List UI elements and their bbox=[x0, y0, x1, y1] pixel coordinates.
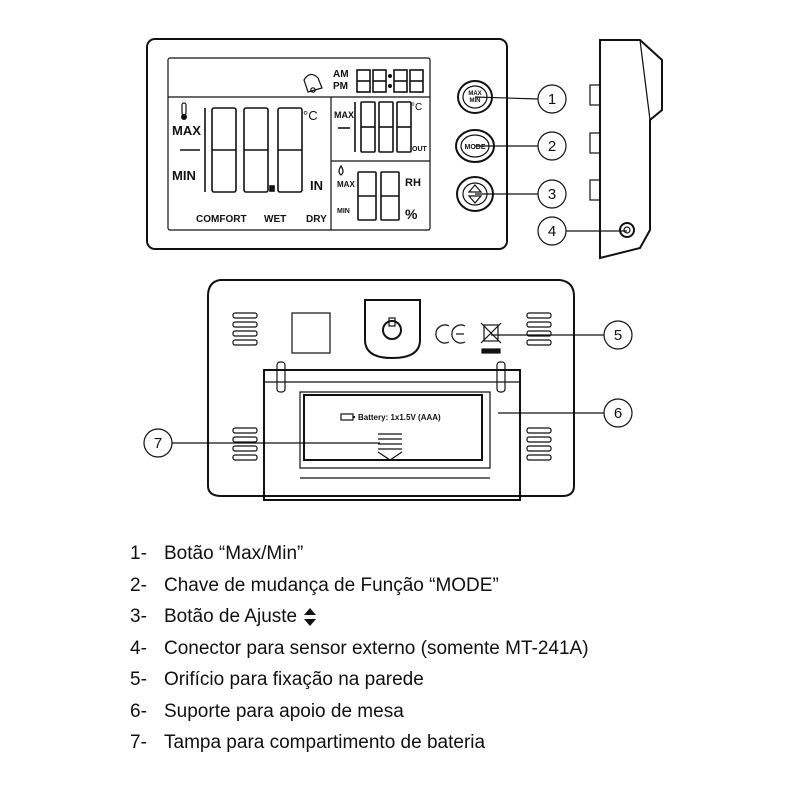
wall-mount-hole bbox=[364, 299, 421, 360]
wet-label: WET bbox=[264, 214, 286, 225]
legend-number: 3- bbox=[130, 606, 147, 627]
callout-5: 5 bbox=[491, 320, 633, 350]
callout-3: 3 bbox=[475, 179, 567, 209]
droplet-icon bbox=[338, 164, 344, 176]
vent-left-top bbox=[232, 312, 258, 346]
callout-4: 4 bbox=[537, 216, 627, 246]
callout-2-number: 2 bbox=[548, 138, 556, 155]
max-label-humidity: MAX bbox=[337, 180, 355, 189]
out-label: OUT bbox=[412, 146, 428, 153]
lcd-screen bbox=[167, 57, 431, 231]
label-area bbox=[291, 312, 331, 354]
callout-4-number: 4 bbox=[548, 223, 556, 240]
callout-1-number: 1 bbox=[548, 91, 556, 108]
callout-5-number: 5 bbox=[614, 327, 622, 344]
legend-item: 2- Chave de mudança de Função “MODE” bbox=[130, 570, 770, 602]
min-label-humidity: MIN bbox=[337, 208, 350, 215]
side-view bbox=[589, 39, 663, 260]
side-button-2 bbox=[589, 132, 601, 154]
legend-text: Orifício para fixação na parede bbox=[164, 669, 424, 690]
battery-cover: Battery: 1x1.5V (AAA) bbox=[303, 394, 483, 461]
thermometer-icon bbox=[181, 102, 187, 120]
legend-item: 6- Suporte para apoio de mesa bbox=[130, 696, 770, 728]
side-button-3 bbox=[589, 179, 601, 201]
legend-text: Botão “Max/Min” bbox=[164, 543, 304, 564]
callout-6-number: 6 bbox=[614, 405, 622, 422]
parts-legend: 1- Botão “Max/Min” 2- Chave de mudança de … bbox=[130, 538, 770, 759]
clock-digits bbox=[356, 69, 424, 93]
max-label-indoor: MAX bbox=[172, 123, 201, 138]
percent-label: % bbox=[405, 206, 418, 222]
legend-item: 4- Conector para sensor externo (somente … bbox=[130, 633, 770, 665]
callout-2: 2 bbox=[475, 131, 567, 161]
side-button-1 bbox=[589, 84, 601, 106]
celsius-outdoor: °C bbox=[411, 102, 422, 113]
max-label-outdoor: MAX bbox=[334, 110, 354, 120]
legend-text: Chave de mudança de Função “MODE” bbox=[164, 574, 499, 596]
front-view: AM PM MAX MIN °C IN COMFORT WET DRY bbox=[146, 38, 508, 250]
rh-label: RH bbox=[405, 177, 421, 189]
legend-text: Suporte para apoio de mesa bbox=[164, 700, 404, 722]
legend-item: 3- Botão de Ajuste bbox=[130, 601, 770, 633]
desk-stand bbox=[263, 361, 521, 501]
bell-icon bbox=[303, 73, 323, 93]
sensor-jack bbox=[619, 222, 635, 238]
comfort-label: COMFORT bbox=[196, 214, 247, 225]
callout-6: 6 bbox=[498, 398, 633, 428]
vent-right-bottom bbox=[526, 427, 552, 461]
vent-right-top bbox=[526, 312, 552, 346]
max-min-button-label-bottom: MIN bbox=[470, 98, 481, 104]
legend-text: Tampa para compartimento de bateria bbox=[164, 732, 486, 753]
battery-icon bbox=[340, 413, 355, 421]
indoor-temp-digits bbox=[204, 107, 303, 193]
legend-text: Conector para sensor externo (somente MT… bbox=[164, 637, 589, 659]
ce-mark-icon bbox=[435, 324, 466, 344]
battery-label: Battery: 1x1.5V (AAA) bbox=[358, 413, 441, 422]
legend-item: 7- Tampa para compartimento de bateria bbox=[130, 727, 770, 759]
legend-number: 5- bbox=[130, 669, 147, 690]
in-label: IN bbox=[310, 178, 323, 193]
callout-7: 7 bbox=[143, 428, 380, 458]
humidity-digits bbox=[357, 171, 400, 221]
legend-number: 4- bbox=[130, 637, 147, 659]
vent-left-bottom bbox=[232, 427, 258, 461]
callout-7-number: 7 bbox=[154, 435, 162, 452]
back-housing bbox=[207, 279, 575, 497]
legend-item: 1- Botão “Max/Min” bbox=[130, 538, 770, 570]
outdoor-temp-digits bbox=[354, 101, 412, 153]
legend-item: 5- Orifício para fixação na parede bbox=[130, 664, 770, 696]
legend-number: 1- bbox=[130, 543, 147, 564]
callout-1: 1 bbox=[474, 84, 567, 114]
callout-3-number: 3 bbox=[548, 186, 556, 203]
weee-bin-icon bbox=[480, 322, 502, 354]
celsius-indoor: °C bbox=[303, 108, 318, 123]
dry-label: DRY bbox=[306, 214, 327, 225]
mode-button-label: MODE bbox=[465, 144, 486, 151]
up-down-arrows-icon bbox=[467, 184, 483, 204]
legend-number: 6- bbox=[130, 700, 147, 722]
am-label: AM bbox=[333, 69, 349, 80]
max-min-button-label-top: MAX bbox=[468, 91, 481, 97]
grip-lines bbox=[377, 433, 403, 461]
legend-number: 7- bbox=[130, 732, 147, 753]
legend-text: Botão de Ajuste bbox=[164, 606, 298, 627]
up-down-arrows-icon bbox=[304, 607, 317, 626]
front-housing bbox=[146, 38, 508, 250]
legend-number: 2- bbox=[130, 574, 147, 596]
back-view: Battery: 1x1.5V (AAA) bbox=[207, 279, 575, 501]
device-diagram: AM PM MAX MIN °C IN COMFORT WET DRY bbox=[143, 38, 663, 501]
min-label-indoor: MIN bbox=[172, 168, 196, 183]
pm-label: PM bbox=[333, 81, 348, 92]
